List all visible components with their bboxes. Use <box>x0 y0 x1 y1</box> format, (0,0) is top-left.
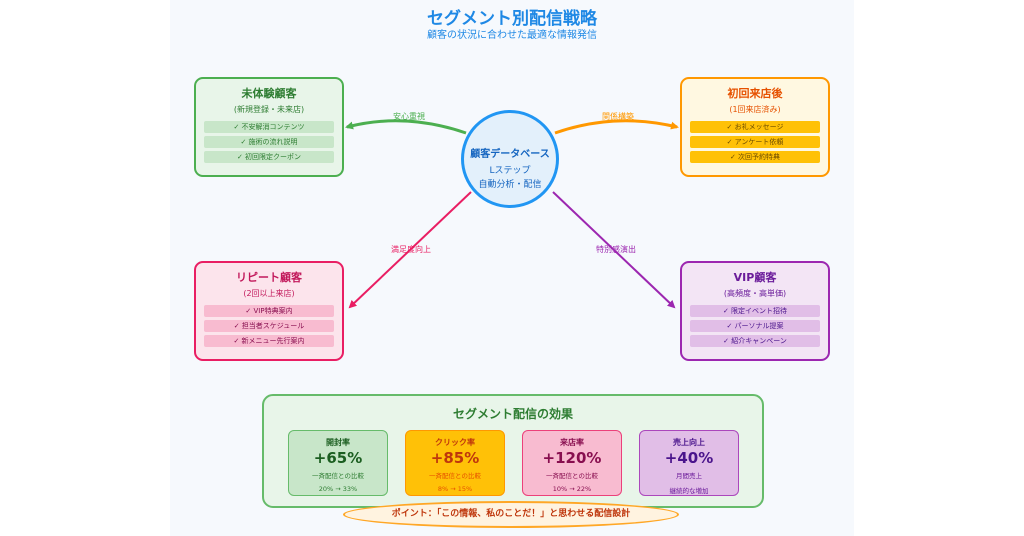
effect-desc: 一斉配信との比較 <box>429 472 481 480</box>
effect-label: 売上向上 <box>673 438 705 447</box>
edge-label-repeat: 満足度向上 <box>391 245 431 254</box>
key-point-banner: ポイント：「この情報、私のことだ！」と思わせる配信設計 <box>343 501 679 528</box>
segment-item: ✓ 次回予約特典 <box>690 151 820 163</box>
segment-vip-customers: VIP顧客 (高頻度・高単価) ✓ 限定イベント招待 ✓ パーソナル提案 ✓ 紹… <box>680 261 830 361</box>
segment-item: ✓ 施術の流れ説明 <box>204 136 334 148</box>
edge-label-new: 安心重視 <box>393 112 425 121</box>
effect-value: +40% <box>664 449 714 467</box>
segment-item: ✓ 新メニュー先行案内 <box>204 335 334 347</box>
segment-title: 未体験顧客 <box>241 87 297 100</box>
effect-desc: 一斉配信との比較 <box>312 472 364 480</box>
arrow-to-vip <box>552 191 676 309</box>
segment-new-customers: 未体験顧客 (新規登録・未来店) ✓ 不安解消コンテンツ ✓ 施術の流れ説明 ✓… <box>194 77 344 177</box>
effect-card-visit-rate: 来店率 +120% 一斉配信との比較 10% → 22% <box>522 430 622 496</box>
segment-subtitle: (新規登録・未来店) <box>233 105 305 114</box>
segment-subtitle: (高頻度・高単価) <box>723 289 787 298</box>
effect-card-sales-growth: 売上向上 +40% 月間売上 継続的な増加 <box>639 430 739 496</box>
segment-item: ✓ VIP特典案内 <box>204 305 334 317</box>
segment-item: ✓ 初回限定クーポン <box>204 151 334 163</box>
effect-value: +120% <box>542 449 602 467</box>
segment-title: リピート顧客 <box>236 271 302 284</box>
effect-card-open-rate: 開封率 +65% 一斉配信との比較 20% → 33% <box>288 430 388 496</box>
segment-item: ✓ 担当者スケジュール <box>204 320 334 332</box>
effect-label: クリック率 <box>435 438 475 447</box>
page-title: セグメント別配信戦略 <box>427 9 597 29</box>
segment-item: ✓ パーソナル提案 <box>690 320 820 332</box>
segment-item: ✓ 紹介キャンペーン <box>690 335 820 347</box>
effect-detail: 8% → 15% <box>437 485 473 493</box>
effect-detail: 10% → 22% <box>552 485 592 493</box>
hub-line2: 自動分析・配信 <box>478 180 542 190</box>
segment-item: ✓ アンケート依頼 <box>690 136 820 148</box>
effect-label: 来店率 <box>560 438 584 447</box>
effect-desc: 月間売上 <box>676 472 702 480</box>
segment-title: 初回来店後 <box>727 87 783 100</box>
segment-item: ✓ お礼メッセージ <box>690 121 820 133</box>
edge-label-vip: 特別感演出 <box>596 245 636 254</box>
effect-detail: 継続的な増加 <box>669 487 709 495</box>
segment-subtitle: (1回来店済み) <box>729 105 781 114</box>
segment-repeat-customers: リピート顧客 (2回以上来店) ✓ VIP特典案内 ✓ 担当者スケジュール ✓ … <box>194 261 344 361</box>
effect-value: +85% <box>430 449 480 467</box>
effect-label: 開封率 <box>326 438 350 447</box>
hub-title: 顧客データベース <box>470 149 550 160</box>
arrow-to-repeat <box>348 191 472 309</box>
arrow-to-first <box>554 119 679 135</box>
customer-database-hub: 顧客データベース Lステップ 自動分析・配信 <box>461 110 559 208</box>
segment-subtitle: (2回以上来店) <box>243 289 295 298</box>
segment-title: VIP顧客 <box>733 271 777 284</box>
page-subtitle: 顧客の状況に合わせた最適な情報発信 <box>427 30 597 41</box>
effects-title: セグメント配信の効果 <box>452 407 573 421</box>
edge-label-first: 関係構築 <box>602 112 634 121</box>
arrow-to-new <box>345 119 467 135</box>
segment-first-visit: 初回来店後 (1回来店済み) ✓ お礼メッセージ ✓ アンケート依頼 ✓ 次回予… <box>680 77 830 177</box>
effect-detail: 20% → 33% <box>318 485 358 493</box>
hub-line1: Lステップ <box>489 166 531 176</box>
segment-item: ✓ 不安解消コンテンツ <box>204 121 334 133</box>
effect-value: +65% <box>313 449 363 467</box>
effect-card-click-rate: クリック率 +85% 一斉配信との比較 8% → 15% <box>405 430 505 496</box>
segment-item: ✓ 限定イベント招待 <box>690 305 820 317</box>
effects-panel: セグメント配信の効果 開封率 +65% 一斉配信との比較 20% → 33% ク… <box>262 394 764 508</box>
effect-desc: 一斉配信との比較 <box>546 472 598 480</box>
